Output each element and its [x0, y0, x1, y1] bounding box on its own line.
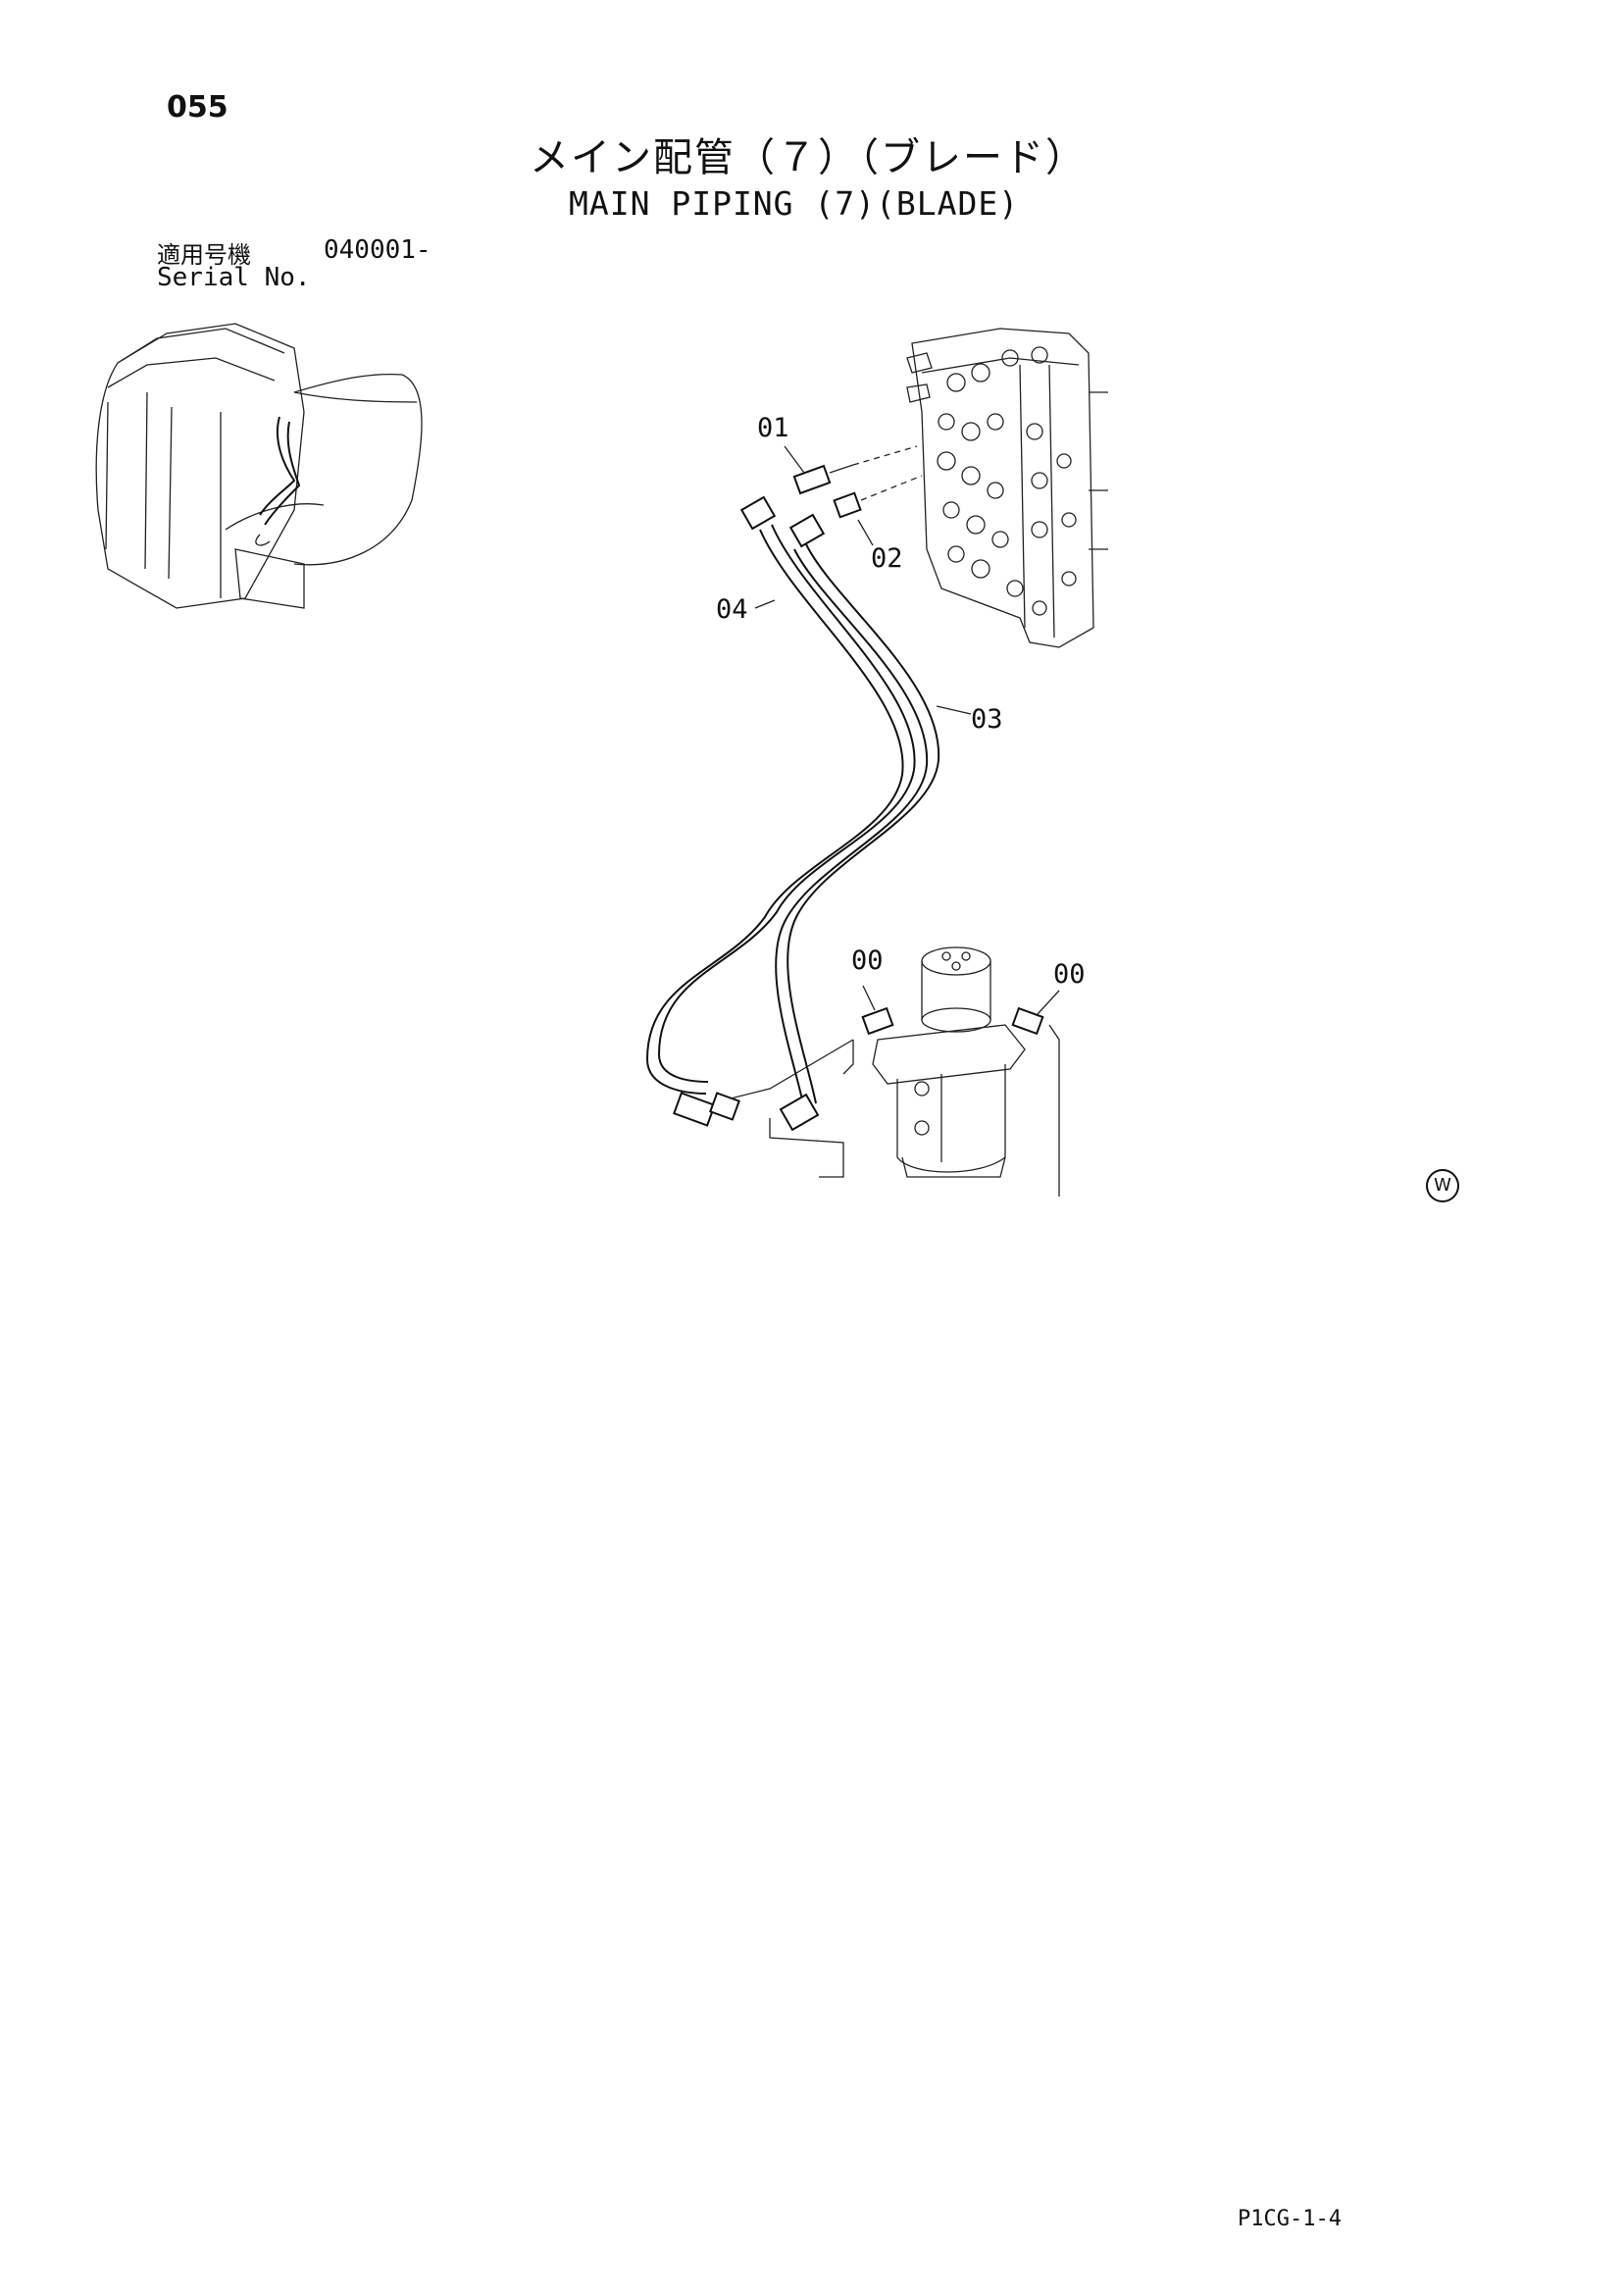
fitting-00-left [861, 1006, 894, 1036]
hose-end-04-bottom [673, 1092, 740, 1127]
hose-end-03-bottom [779, 1093, 820, 1132]
hose-end-03-top [788, 513, 826, 548]
hose-03 [775, 543, 940, 1109]
serial-label-japanese: 適用号機 [157, 241, 251, 269]
serial-label-english: Serial No. [157, 263, 311, 292]
hose-04 [645, 524, 916, 1095]
callout-00-left: 00 [851, 945, 884, 976]
fitting-01 [792, 464, 854, 495]
callout-03: 03 [971, 704, 1003, 735]
serial-number: 040001- [324, 235, 431, 265]
page-title-english: MAIN PIPING (7)(BLADE) [569, 184, 1020, 223]
callout-00-right: 00 [1053, 959, 1086, 990]
page-number: 055 [167, 90, 228, 125]
swivel-joint-icon [872, 946, 1026, 1178]
excavator-overview-icon [95, 323, 423, 609]
drawing-code: P1CG-1-4 [1238, 2207, 1342, 2231]
hose-end-04-top [739, 495, 777, 531]
fitting-02 [833, 491, 862, 519]
callout-02: 02 [871, 543, 903, 574]
page-title-japanese: メイン配管（７）（ブレード） [530, 135, 1087, 180]
callout-04: 04 [716, 594, 748, 625]
control-valve-icon [906, 328, 1108, 648]
fitting-00-right [1011, 1006, 1044, 1036]
callout-01: 01 [757, 413, 789, 443]
leader-lines [730, 445, 1060, 1197]
w-mark-icon: W [1426, 1169, 1459, 1202]
